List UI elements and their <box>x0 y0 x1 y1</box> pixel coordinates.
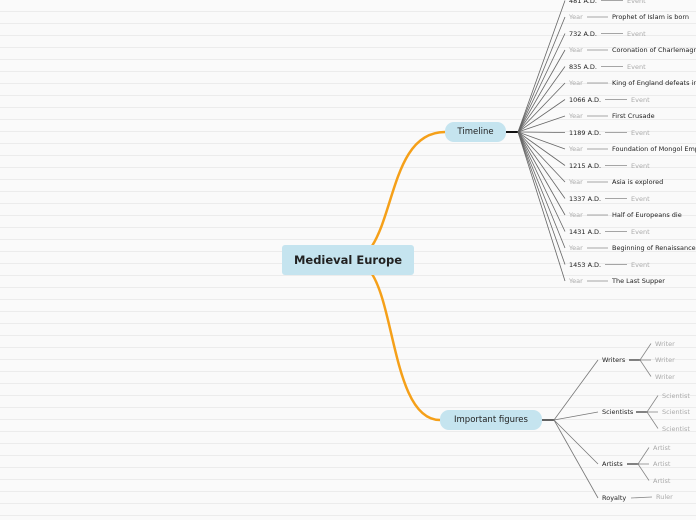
timeline-connector <box>517 131 566 282</box>
figures-connector <box>553 419 599 465</box>
timeline-event[interactable]: King of England defeats invaders <box>612 79 696 87</box>
figure-item[interactable]: Scientist <box>662 424 690 433</box>
figure-item[interactable]: Scientist <box>662 408 690 416</box>
timeline-connector <box>517 115 566 133</box>
figures-connector <box>553 419 599 499</box>
timeline-connector <box>517 131 566 199</box>
timeline-year-placeholder[interactable]: Year <box>569 244 583 252</box>
timeline-year-placeholder[interactable]: Year <box>569 13 583 21</box>
branch-timeline <box>370 130 446 247</box>
figures-connector <box>553 411 599 421</box>
timeline-connector <box>517 99 566 133</box>
branch-figures <box>370 273 441 422</box>
timeline-connector <box>517 131 566 249</box>
figure-item[interactable]: Writer <box>655 356 675 364</box>
timeline-connector <box>517 131 566 216</box>
timeline-event-placeholder[interactable]: Event <box>631 227 650 236</box>
figure-item[interactable]: Writer <box>655 372 675 381</box>
central-topic[interactable]: Medieval Europe <box>282 245 414 275</box>
figures-connector <box>639 359 652 377</box>
figure-item[interactable]: Ruler <box>656 493 673 501</box>
timeline-event-placeholder[interactable]: Event <box>627 0 646 5</box>
timeline-connector <box>517 131 566 150</box>
timeline-year-placeholder[interactable]: Year <box>569 145 583 153</box>
figures-connector <box>637 463 650 481</box>
timeline-topic[interactable]: Timeline <box>445 122 506 142</box>
figure-group-artists[interactable]: Artists <box>602 460 623 468</box>
timeline-event-placeholder[interactable]: Event <box>631 95 650 104</box>
timeline-year-placeholder[interactable]: Year <box>569 79 583 87</box>
timeline-year-placeholder[interactable]: Year <box>569 46 583 54</box>
timeline-event-placeholder[interactable]: Event <box>627 29 646 38</box>
timeline-event[interactable]: Prophet of Islam is born <box>612 13 690 21</box>
timeline-connector <box>517 49 566 133</box>
timeline-date[interactable]: 1189 A.D. <box>569 128 602 137</box>
timeline-date[interactable]: 835 A.D. <box>569 62 597 71</box>
figure-item[interactable]: Scientist <box>662 391 690 400</box>
timeline-date[interactable]: 1453 A.D. <box>569 260 602 269</box>
figure-group-scientists[interactable]: Scientists <box>602 408 634 416</box>
timeline-year-placeholder[interactable]: Year <box>569 211 583 219</box>
timeline-event[interactable]: Beginning of Renaissance <box>612 244 696 252</box>
timeline-event[interactable]: Foundation of Mongol Empire <box>612 145 696 153</box>
timeline-connector <box>517 0 566 133</box>
figure-item[interactable]: Artist <box>653 443 671 452</box>
important-figures-topic[interactable]: Important figures <box>440 410 542 430</box>
timeline-event-placeholder[interactable]: Event <box>631 161 650 170</box>
timeline-event[interactable]: Half of Europeans die <box>612 211 682 219</box>
figures-connector <box>646 395 659 413</box>
timeline-event-placeholder[interactable]: Event <box>631 194 650 203</box>
timeline-date[interactable]: 1066 A.D. <box>569 95 602 104</box>
figure-group-writers[interactable]: Writers <box>602 356 626 364</box>
timeline-connector <box>517 131 566 232</box>
figures-connector <box>630 496 653 499</box>
timeline-connector <box>517 131 566 183</box>
timeline-connector <box>517 131 566 166</box>
timeline-connector <box>517 16 566 133</box>
timeline-connector <box>517 33 566 133</box>
timeline-year-placeholder[interactable]: Year <box>569 112 583 120</box>
timeline-connector <box>517 131 566 265</box>
timeline-event[interactable]: Coronation of Charlemagne <box>612 46 696 54</box>
timeline-date[interactable]: 481 A.D. <box>569 0 597 5</box>
timeline-connector <box>517 131 566 133</box>
timeline-date[interactable]: 732 A.D. <box>569 29 597 38</box>
figures-connector <box>637 447 650 465</box>
timeline-date[interactable]: 1337 A.D. <box>569 194 602 203</box>
figures-connector <box>646 411 659 429</box>
figure-item[interactable]: Artist <box>653 476 671 485</box>
timeline-event[interactable]: The Last Supper <box>612 277 665 285</box>
timeline-date[interactable]: 1431 A.D. <box>569 227 602 236</box>
timeline-event-placeholder[interactable]: Event <box>627 62 646 71</box>
timeline-event-placeholder[interactable]: Event <box>631 128 650 137</box>
timeline-year-placeholder[interactable]: Year <box>569 277 583 285</box>
timeline-event-placeholder[interactable]: Event <box>631 260 650 269</box>
figure-group-royalty[interactable]: Royalty <box>602 494 627 502</box>
timeline-connector <box>517 66 566 133</box>
figure-item[interactable]: Artist <box>653 460 671 468</box>
figures-connector <box>639 343 652 361</box>
timeline-connector <box>517 82 566 133</box>
figure-item[interactable]: Writer <box>655 339 675 348</box>
timeline-date[interactable]: 1215 A.D. <box>569 161 602 170</box>
timeline-event[interactable]: First Crusade <box>612 112 655 120</box>
figures-connector <box>553 359 599 421</box>
timeline-year-placeholder[interactable]: Year <box>569 178 583 186</box>
timeline-event[interactable]: Asia is explored <box>612 178 664 186</box>
